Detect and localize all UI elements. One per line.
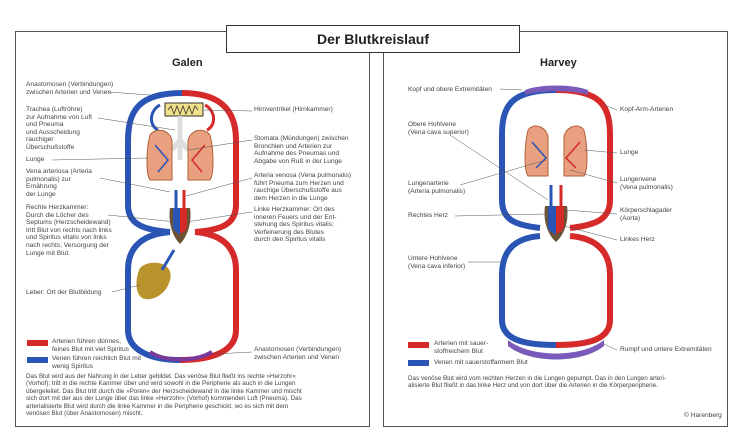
galen-label-anastomosen-bottom: Anastomosen (Verbindungen) zwischen Arte…: [254, 346, 342, 361]
galen-legend-blue: Venen führen reichlich Blut mit wenig Sp…: [52, 355, 142, 370]
galen-label-rechte-herzkammer: Rechte Herzkammer: Durch die Löcher des …: [26, 204, 112, 257]
copyright: © Harenberg: [684, 412, 722, 419]
harvey-label-obere-hohlvene: Obere Hohlvene (Vena cava superior): [408, 121, 469, 136]
galen-diagram: [51, 90, 253, 363]
legend-swatch-artery: [27, 340, 48, 346]
harvey-label-rechtes-herz: Rechtes Herz: [408, 212, 448, 219]
harvey-panel: [383, 31, 728, 427]
galen-label-trachea: Trachea (Luftröhre) zur Aufnahme von Luf…: [26, 106, 92, 151]
galen-label-vena-arteriosa: Vena arteriosa (Arteria pulmonalis) zur …: [26, 168, 92, 198]
harvey-label-kopf: Kopf und obere Extremitäten: [408, 86, 492, 93]
harvey-legend-blue: Venen mit sauerstoffarmem Blut: [434, 359, 528, 366]
legend-swatch-vein: [27, 357, 48, 363]
harvey-header: Harvey: [540, 57, 577, 69]
harvey-label-untere-hohlvene: Untere Hohlvene (Vena cava inferior): [408, 255, 466, 270]
galen-legend-red: Arterien führen dünnes, feines Blut mit …: [52, 338, 129, 353]
galen-label-stomata: Stomata (Mündungen) zwischen Bronchien u…: [254, 135, 349, 165]
harvey-label-koerperschlagader: Körperschlagader (Aorta): [620, 207, 673, 222]
harvey-label-linkes-herz: Linkes Herz: [620, 236, 655, 243]
galen-caption: Das Blut wird aus der Nahrung in der Leb…: [26, 373, 302, 418]
page-title: Der Blutkreislauf: [226, 25, 520, 53]
galen-header: Galen: [172, 57, 203, 69]
galen-label-linke-herzkammer: Linke Herzkammer: Ort des inneren Feuers…: [254, 206, 337, 244]
harvey-legend-swatch-vein: [408, 360, 429, 366]
galen-label-leber: Leber: Ort der Blutbildung: [26, 289, 102, 296]
harvey-diagram: [449, 85, 618, 360]
galen-panel: [15, 31, 370, 427]
harvey-label-kopf-arm: Kopf-Arm-Arterien: [620, 106, 674, 113]
galen-label-lunge: Lunge: [26, 156, 45, 163]
harvey-legend-red: Arterien mit sauer- stoffreichem Blut: [434, 340, 489, 355]
harvey-legend-swatch-artery: [408, 342, 429, 348]
galen-label-anastomosen-top: Anastomosen (Verbindungen) zwischen Arte…: [26, 81, 114, 96]
galen-label-hirnventrikel: Hirnventrikel (Hirnkammer): [254, 106, 333, 113]
harvey-label-lunge: Lunge: [620, 149, 639, 156]
harvey-label-lungenarterie: Lungenarterie (Arteria pulmonalis): [408, 180, 466, 195]
galen-label-arteria-venosa: Arteria venosa (Vena pulmonalis) führt P…: [254, 172, 352, 202]
harvey-label-lungenvene: Lungenvene (Vena pulmonalis): [620, 176, 673, 191]
harvey-caption: Das venöse Blut wird vom rechten Herzen …: [408, 375, 666, 390]
harvey-label-rumpf: Rumpf und untere Extremitäten: [620, 346, 712, 353]
